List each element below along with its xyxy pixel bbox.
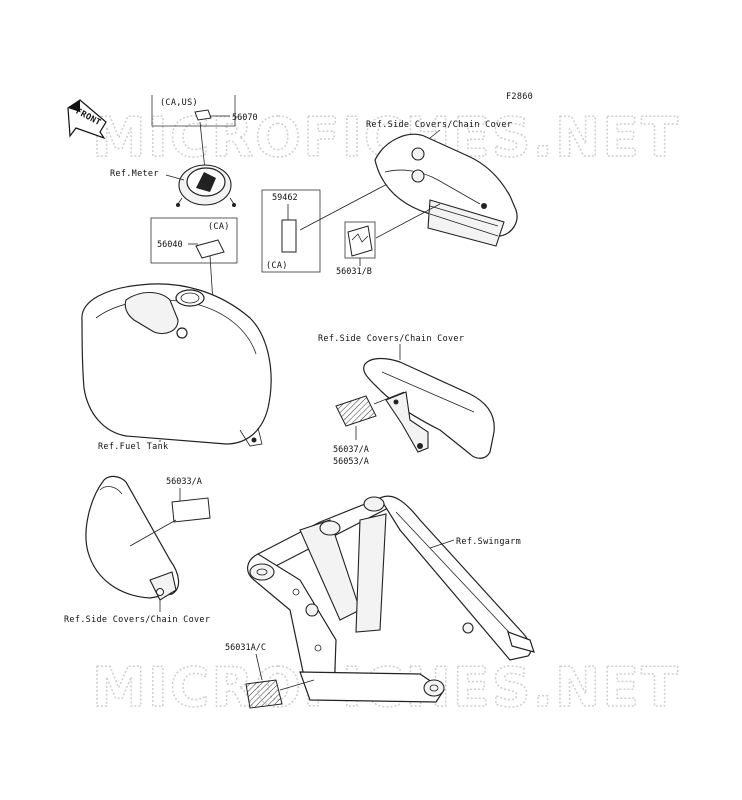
figure-id: F2860 [506, 92, 533, 102]
decal-56031ac [245, 679, 283, 709]
part-number-56031ac: 56031A/C [225, 643, 266, 653]
region-ca-label-2: (CA) [266, 261, 288, 271]
swingarm-part [247, 495, 535, 703]
part-number-59462: 59462 [272, 193, 298, 203]
chain-cover-middle-part [363, 357, 495, 459]
part-number-56040: 56040 [157, 240, 183, 250]
decal-59462 [281, 219, 297, 253]
decal-56037a [335, 395, 377, 427]
front-arrow-icon: FRONT [67, 99, 107, 140]
decal-56070 [194, 109, 212, 121]
ref-side-covers-label-1: Ref.Side Covers/Chain Cover [366, 120, 512, 130]
part-number-56031b: 56031/B [336, 267, 372, 277]
ref-fuel-tank-label: Ref.Fuel Tank [98, 442, 168, 452]
part-number-56033a: 56033/A [166, 477, 202, 487]
side-cover-lower-part [85, 475, 180, 601]
meter-part [176, 164, 236, 207]
part-number-56070: 56070 [232, 113, 258, 123]
region-ca-label-1: (CA) [208, 222, 230, 232]
callout-box-59462 [261, 189, 321, 273]
decal-56033a [171, 497, 211, 523]
decal-56040 [195, 239, 225, 259]
ref-side-covers-label-2: Ref.Side Covers/Chain Cover [318, 334, 464, 344]
callout-box-56040 [150, 217, 238, 264]
part-number-56037a: 56037/A [333, 445, 369, 455]
region-ca-us-label: (CA,US) [160, 98, 198, 108]
ref-swingarm-label: Ref.Swingarm [456, 537, 521, 547]
callout-box-56070 [151, 95, 236, 127]
ref-meter-label: Ref.Meter [110, 169, 159, 179]
decal-56031b [347, 225, 373, 257]
fuel-tank-part [81, 283, 272, 447]
ref-side-covers-label-3: Ref.Side Covers/Chain Cover [64, 615, 210, 625]
part-number-56053a: 56053/A [333, 457, 369, 467]
side-cover-upper-part [374, 133, 518, 247]
